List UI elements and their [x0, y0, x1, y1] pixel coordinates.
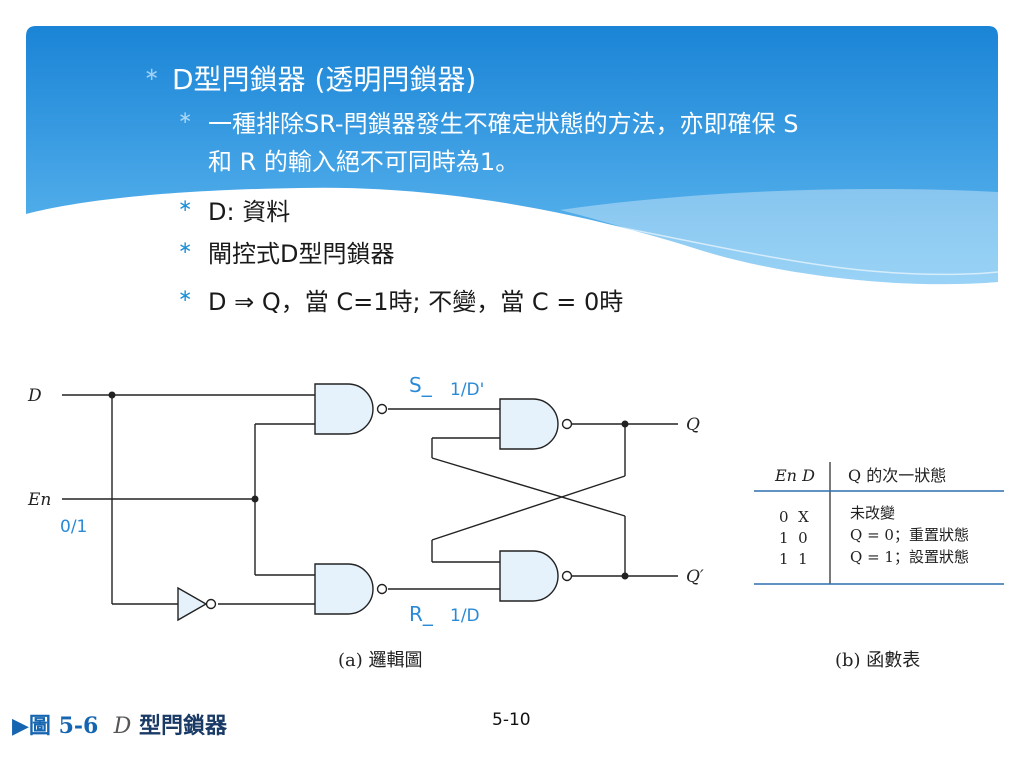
label-en: En [27, 490, 51, 510]
label-d: D [27, 386, 42, 406]
nand-bubble [561, 570, 573, 582]
bullet-l2d: ∗ D ⇒ Q，當 C=1時; 不變，當 C = 0時 [178, 282, 624, 317]
signal-labels: D En Q Q′ [27, 386, 704, 587]
bullet-star: ∗ [144, 64, 160, 85]
table-cell-en-d: 1 1 [779, 550, 808, 568]
table-cell-en-d: 0 X [779, 508, 809, 526]
nand-bubble [376, 583, 388, 595]
bullet-star: ∗ [178, 108, 193, 128]
nand-bubble [376, 403, 388, 415]
annotations: S_ 1/D' R_ 1/D 0/1 [60, 373, 484, 626]
bullet-star: ∗ [178, 238, 193, 258]
inverter-gate [177, 586, 208, 622]
caption-function-table: (b) 函數表 [835, 650, 920, 671]
table-header-next-state: Q 的次一狀態 [848, 466, 946, 485]
sub-captions: (a) 邏輯圖 (b) 函數表 [338, 650, 920, 671]
caption-logic-diagram: (a) 邏輯圖 [338, 650, 423, 671]
bullet-l2a-line2: 和 R 的輸入絕不可同時為1。 [208, 148, 520, 176]
inverter-bubble [205, 598, 217, 610]
caption-title: 型閂鎖器 [138, 713, 227, 739]
table-cell-next: Q = 0；重置狀態 [850, 526, 969, 544]
gates [177, 383, 573, 622]
bullet-l2c: ∗ 閘控式D型閂鎖器 [178, 234, 395, 269]
bullet-list: ∗ D型閂鎖器 (透明閂鎖器) ∗ 一種排除SR-閂鎖器發生不確定狀態的方法，亦… [0, 0, 1024, 330]
annotation-s-value: 1/D' [450, 380, 484, 400]
nand-gate-bottom-right [499, 550, 559, 602]
d-latch-diagram: D En Q Q′ S_ 1/D' R_ 1/D 0/1 En D Q 的次一狀… [27, 373, 1004, 671]
table-cell-next: 未改變 [850, 504, 895, 522]
caption-letter: D [113, 714, 132, 739]
bullet-l2c-text: 閘控式D型閂鎖器 [208, 240, 395, 268]
caption-figure-number: 圖 5-6 [28, 713, 99, 739]
function-table: En D Q 的次一狀態 0 X 未改變 1 0 Q = 0；重置狀態 1 1 … [754, 462, 1004, 585]
bullet-l2a: ∗ 一種排除SR-閂鎖器發生不確定狀態的方法，亦即確保 S [178, 104, 799, 139]
bullet-star: ∗ [178, 196, 193, 216]
table-header-en-d: En D [774, 466, 815, 485]
annotation-r-bar: R_ [409, 602, 434, 626]
caption-arrow-icon: ▶ [12, 713, 29, 739]
bullet-l2b-text: D: 資料 [208, 198, 291, 226]
annotation-en-value: 0/1 [60, 517, 87, 537]
table-cell-next: Q = 1；設置狀態 [850, 548, 969, 566]
label-q-prime: Q′ [686, 567, 704, 587]
nand-bubble [561, 418, 573, 430]
label-q: Q [686, 415, 700, 435]
figure-caption: ▶圖 5-6 D 型閂鎖器 [12, 708, 227, 740]
bullet-l1-text: D型閂鎖器 (透明閂鎖器) [172, 63, 477, 96]
annotation-s-bar: S_ [409, 373, 433, 397]
wires [62, 394, 678, 605]
bullet-l2b: ∗ D: 資料 [178, 192, 291, 227]
junction-dots [108, 391, 629, 580]
annotation-r-value: 1/D [450, 606, 480, 626]
table-cell-en-d: 1 0 [779, 529, 808, 547]
nand-gate-bottom-left [314, 563, 374, 615]
bullet-l2d-text: D ⇒ Q，當 C=1時; 不變，當 C = 0時 [208, 288, 624, 316]
nand-gate-top-left [314, 383, 374, 435]
bullet-l2a-text: 一種排除SR-閂鎖器發生不確定狀態的方法，亦即確保 S [208, 110, 799, 138]
bullet-l1: ∗ D型閂鎖器 (透明閂鎖器) [144, 58, 477, 98]
page-number: 5-10 [492, 710, 531, 730]
nand-gate-top-right [499, 398, 559, 450]
bullet-star: ∗ [178, 286, 193, 306]
